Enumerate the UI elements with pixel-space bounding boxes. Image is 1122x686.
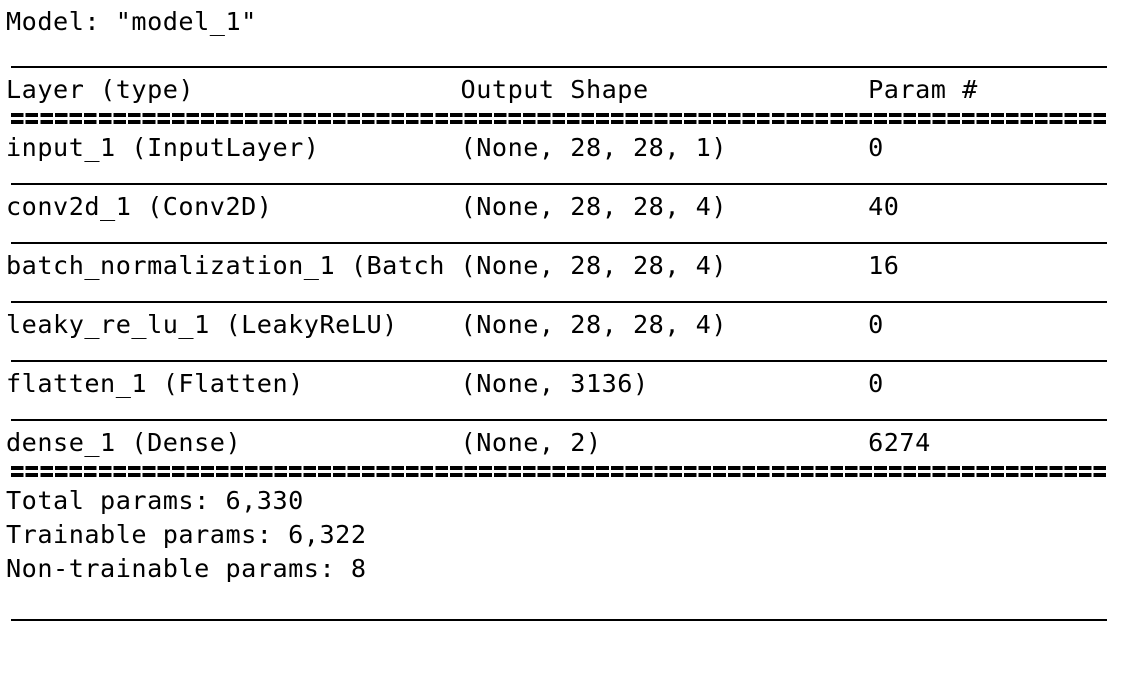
footer-double-rule: [11, 466, 1107, 477]
table-header-row: Layer (type) Output Shape Param #: [6, 75, 1025, 104]
table-body: input_1 (InputLayer) (None, 28, 28, 1) 0…: [0, 131, 1122, 460]
non-trainable-params: Non-trainable params: 8: [6, 554, 367, 583]
table-row: input_1 (InputLayer) (None, 28, 28, 1) 0: [0, 131, 1122, 165]
table-row: leaky_re_lu_1 (LeakyReLU) (None, 28, 28,…: [0, 308, 1122, 342]
header-double-rule: [11, 113, 1107, 124]
table-row: flatten_1 (Flatten) (None, 3136) 0: [0, 367, 1122, 401]
table-row: batch_normalization_1 (Batch (None, 28, …: [0, 249, 1122, 283]
table-row-text: conv2d_1 (Conv2D) (None, 28, 28, 4) 40: [6, 192, 1025, 221]
table-row-text: leaky_re_lu_1 (LeakyReLU) (None, 28, 28,…: [6, 310, 1025, 339]
table-row: dense_1 (Dense) (None, 2) 6274: [0, 426, 1122, 460]
table-row-text: flatten_1 (Flatten) (None, 3136) 0: [6, 369, 1025, 398]
table-row-text: input_1 (InputLayer) (None, 28, 28, 1) 0: [6, 133, 1025, 162]
params-summary: Total params: 6,330 Trainable params: 6,…: [0, 484, 1122, 586]
trainable-params: Trainable params: 6,322: [6, 520, 367, 549]
row-separator: [11, 419, 1107, 421]
total-params: Total params: 6,330: [6, 486, 304, 515]
model-title: Model: "model_1": [6, 7, 257, 36]
row-separator: [11, 360, 1107, 362]
table-row-text: batch_normalization_1 (Batch (None, 28, …: [6, 251, 1025, 280]
row-separator: [11, 301, 1107, 303]
table-row: conv2d_1 (Conv2D) (None, 28, 28, 4) 40: [0, 190, 1122, 224]
row-separator: [11, 183, 1107, 185]
table-top-rule: [11, 66, 1107, 68]
row-separator: [11, 242, 1107, 244]
table-bottom-rule: [11, 619, 1107, 621]
table-row-text: dense_1 (Dense) (None, 2) 6274: [6, 428, 1025, 457]
